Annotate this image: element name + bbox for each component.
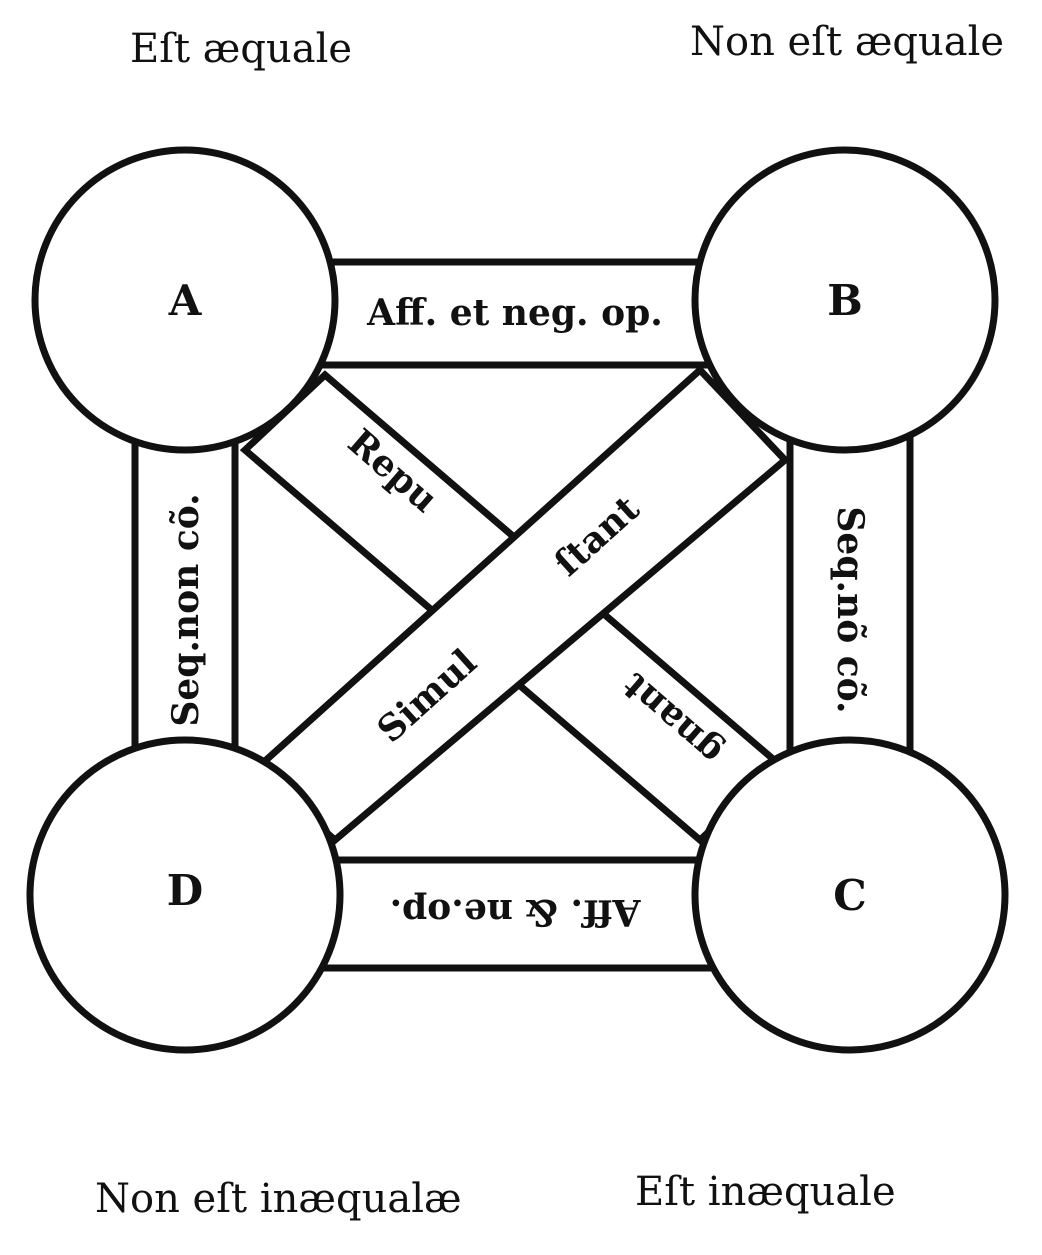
band-bottom-text: Aff. & ne.op.: [390, 891, 642, 933]
band-right-text: Seq.nõ cõ.: [829, 506, 871, 713]
circle-d: [26, 736, 344, 1054]
label-top-left: Eſt æquale: [130, 26, 352, 72]
circle-c: [691, 736, 1009, 1054]
circle-a: [31, 146, 339, 454]
node-a: A: [168, 276, 203, 325]
label-bottom-left: Non eſt inæqualæ: [95, 1176, 462, 1222]
label-top-right: Non eſt æquale: [690, 19, 1004, 65]
band-bottom: [296, 856, 734, 972]
node-d: D: [167, 866, 203, 915]
band-left-text: Seq.non cõ.: [165, 493, 207, 726]
circle-b: [691, 146, 999, 454]
node-b: B: [827, 276, 863, 325]
label-bottom-right: Eſt inæquale: [635, 1169, 896, 1215]
node-c: C: [833, 871, 866, 920]
band-top-text: Aff. et neg. op.: [366, 292, 663, 334]
